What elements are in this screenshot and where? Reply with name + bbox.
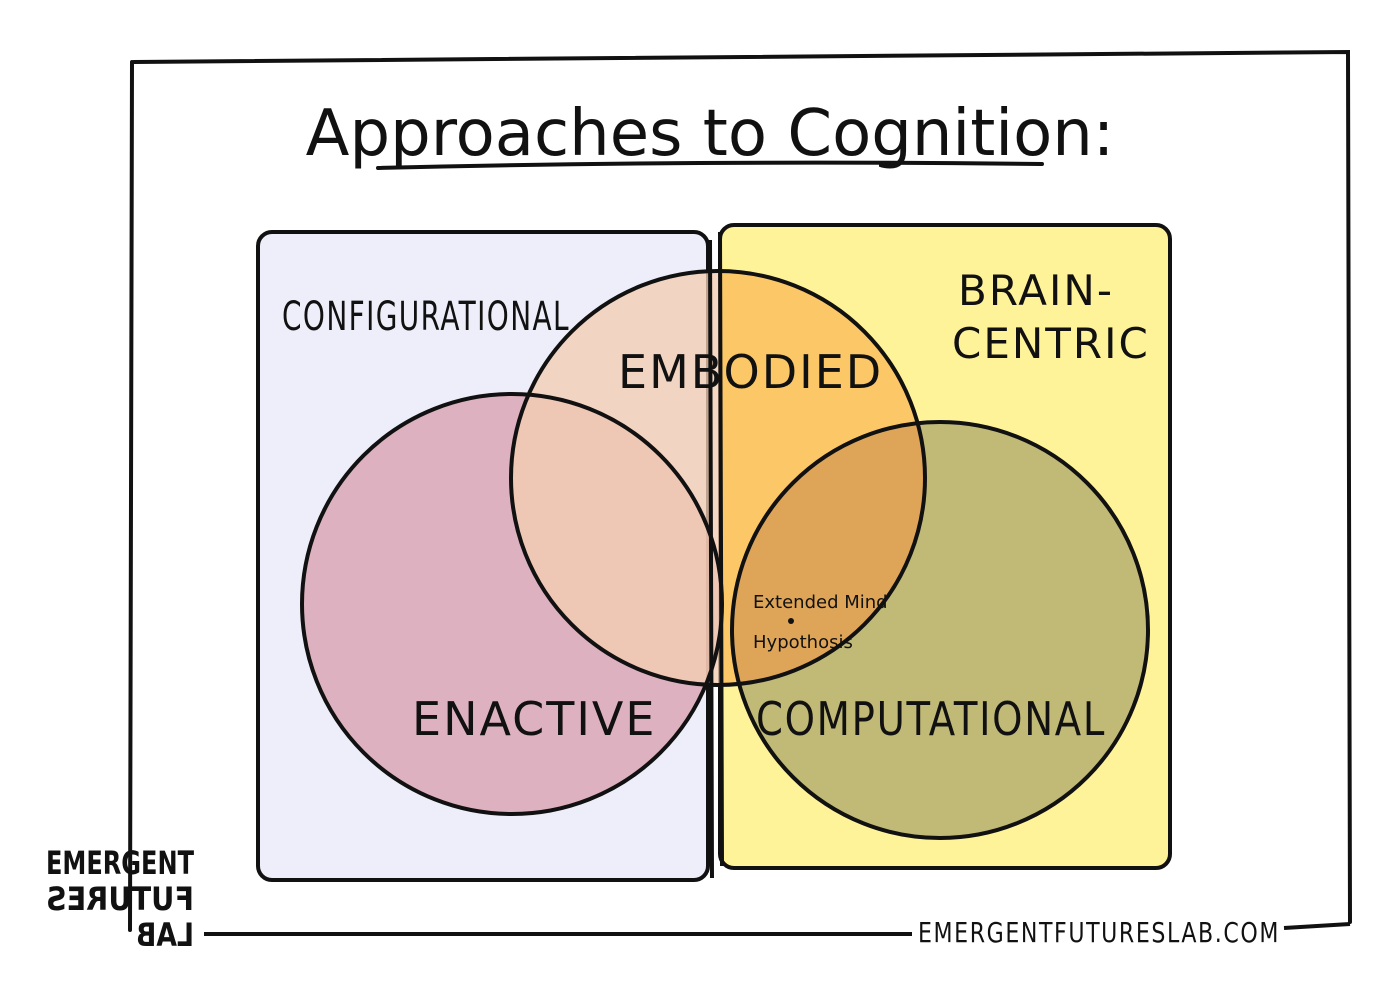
extended-mind-label: Extended Mind	[753, 592, 888, 613]
annotation-bullet	[788, 618, 794, 624]
brain-centric-label-line2: CENTRIC	[952, 319, 1150, 368]
embodied-circle-outline	[509, 269, 927, 687]
title-underline	[376, 160, 1044, 170]
footer-url: EMERGENTFUTURESLAB.COM	[918, 916, 1280, 949]
enactive-label: ENACTIVE	[412, 692, 656, 746]
outer-frame	[128, 49, 1352, 932]
configurational-label: CONFIGURATIONAL	[282, 294, 570, 340]
computational-circle-outline	[730, 420, 1150, 840]
embodied-computational-overlap	[732, 422, 925, 685]
embodied-label: EMBODIED	[618, 345, 883, 399]
logo-line-lab: LAB	[136, 916, 194, 954]
hypothesis-label: Hypothosis	[753, 632, 853, 653]
brain-centric-label-line1: BRAIN-	[958, 266, 1114, 315]
footer-line-right	[1283, 922, 1351, 930]
page-title: Approaches to Cognition:	[306, 97, 1115, 171]
logo-line-futures: FUTURES	[46, 880, 194, 918]
computational-label: COMPUTATIONAL	[756, 692, 1106, 746]
region-divider	[708, 231, 724, 879]
logo-line-emergent: EMERGENT	[46, 844, 194, 882]
